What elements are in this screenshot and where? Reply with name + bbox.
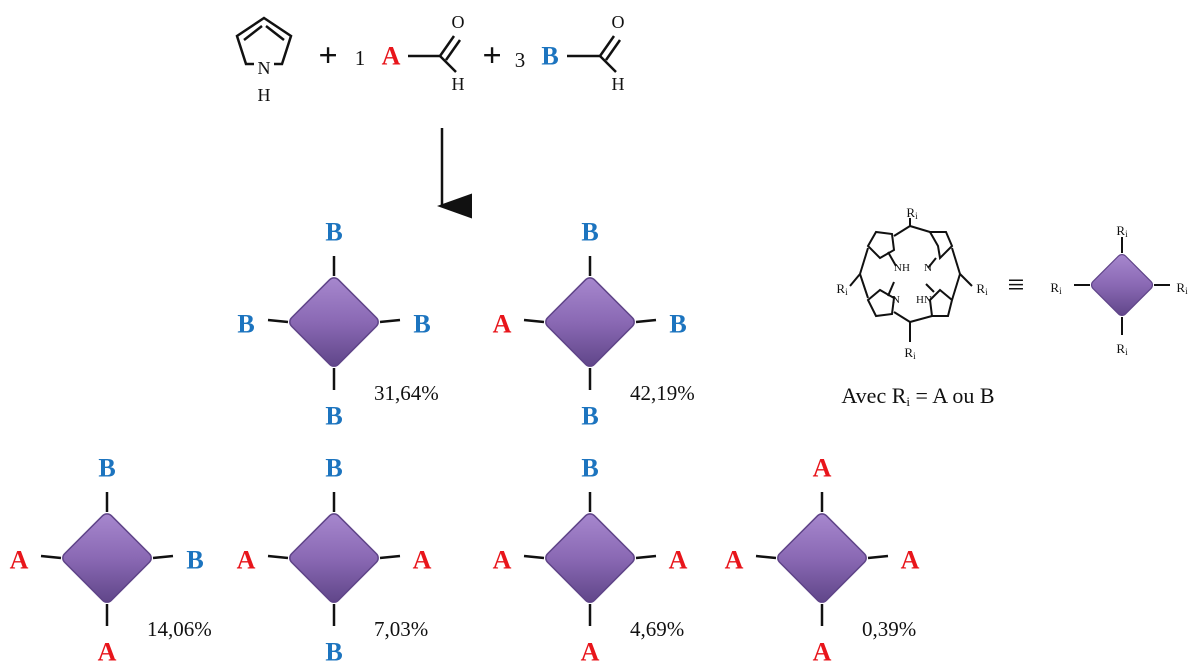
plus-sign-1: +	[318, 38, 337, 75]
yield-percent: 4,69%	[630, 617, 684, 641]
coefficient-a: 1	[355, 46, 366, 70]
substituent-label-bottom: A	[98, 638, 117, 662]
porphyrin-atom-labels: NH N N HN	[892, 262, 932, 306]
substituent-r-label: Ri	[1176, 280, 1188, 297]
porphyrin-diamond	[545, 277, 635, 367]
substituent-label-top: B	[325, 218, 342, 247]
substituent-label-right: B	[186, 546, 203, 575]
substituent-label-right: A	[901, 546, 920, 575]
substituent-label-bottom: B	[325, 402, 342, 431]
aldehyde-b: O H	[567, 12, 625, 94]
legend-diamond-shape	[1090, 253, 1154, 317]
substituent-label-left: A	[725, 546, 744, 575]
yield-percent: 14,06%	[147, 617, 212, 641]
substituent-label-top: B	[98, 454, 115, 483]
substituent-label-left: A	[493, 310, 512, 339]
porphyrin-product-1: B B B B 31,64%	[237, 218, 438, 431]
porphyrin-diamond	[545, 513, 635, 603]
substituent-label-left: A	[237, 546, 256, 575]
substituent-bond	[40, 554, 62, 560]
substituent-r-label: Ri	[904, 345, 916, 362]
substituent-bond	[635, 318, 657, 324]
substituent-bond	[379, 554, 401, 560]
porphyrin-product-6: A A A A 0,39%	[725, 454, 920, 662]
hn-label: HN	[916, 294, 932, 306]
porphyrin-product-5: B A A A 4,69%	[493, 454, 688, 662]
substituent-r-label: Ri	[976, 281, 988, 298]
substituent-label-right: A	[413, 546, 432, 575]
substituent-label-left: B	[237, 310, 254, 339]
substituent-r-label: Ri	[906, 205, 918, 222]
yield-percent: 42,19%	[630, 381, 695, 405]
substituent-r-label: Ri	[1116, 341, 1128, 358]
yield-percent: 31,64%	[374, 381, 439, 405]
aldehyde-a-h-atom: H	[452, 74, 465, 94]
coefficient-b: 3	[515, 48, 526, 72]
substituent-bond	[867, 554, 889, 560]
substituent-bond	[152, 554, 174, 560]
equivalence-sign: ≡	[1008, 269, 1025, 302]
substituent-bond	[267, 318, 289, 324]
substituent-label-bottom: A	[813, 638, 832, 662]
porphyrin-diamond	[777, 513, 867, 603]
porphyrin-diamond	[289, 277, 379, 367]
substituent-label-right: B	[413, 310, 430, 339]
substituent-label-bottom: A	[581, 638, 600, 662]
substituent-label-left: A	[10, 546, 29, 575]
porphyrin-product-2: B B A B 42,19%	[493, 218, 695, 431]
n-label-top: N	[924, 262, 932, 274]
aldehyde-a: O H	[408, 12, 465, 94]
substituent-r-label: Ri	[1116, 223, 1128, 240]
porphyrin-structure	[849, 218, 973, 342]
yield-percent: 7,03%	[374, 617, 428, 641]
substituent-label-top: B	[581, 218, 598, 247]
substituent-label-bottom: B	[325, 638, 342, 662]
porphyrin-diamond	[62, 513, 152, 603]
substituent-bond	[523, 554, 545, 560]
substituent-label-left: A	[493, 546, 512, 575]
substituent-r-label: Ri	[1050, 280, 1062, 297]
reagent-label-a: A	[382, 42, 401, 71]
substituent-bond	[267, 554, 289, 560]
aldehyde-b-h-atom: H	[612, 74, 625, 94]
substituent-r-label: Ri	[836, 281, 848, 298]
substituent-label-right: B	[669, 310, 686, 339]
substituent-bond	[379, 318, 401, 324]
legend-caption: Avec Ri = A ou B	[841, 383, 994, 409]
substituent-bond	[755, 554, 777, 560]
aldehyde-b-o-atom: O	[612, 12, 625, 32]
nh-label: NH	[894, 262, 910, 274]
pyrrole-structure: N H	[235, 16, 293, 105]
substituent-label-top: B	[581, 454, 598, 483]
reagent-label-b: B	[541, 42, 558, 71]
substituent-label-top: B	[325, 454, 342, 483]
n-label-bottom: N	[892, 294, 900, 306]
substituent-label-top: A	[813, 454, 832, 483]
substituent-label-right: A	[669, 546, 688, 575]
pyrrole-h-atom: H	[258, 85, 271, 105]
substituent-bond	[523, 318, 545, 324]
aldehyde-a-o-atom: O	[452, 12, 465, 32]
porphyrin-product-3: B A A B 14,06%	[10, 454, 212, 662]
porphyrin-diamond	[289, 513, 379, 603]
yield-percent: 0,39%	[862, 617, 916, 641]
porphyrin-product-4: B B A A 7,03%	[237, 454, 432, 662]
pyrrole-n-atom: N	[258, 58, 271, 78]
substituent-label-bottom: B	[581, 402, 598, 431]
plus-sign-2: +	[482, 38, 501, 75]
substituent-bond	[635, 554, 657, 560]
